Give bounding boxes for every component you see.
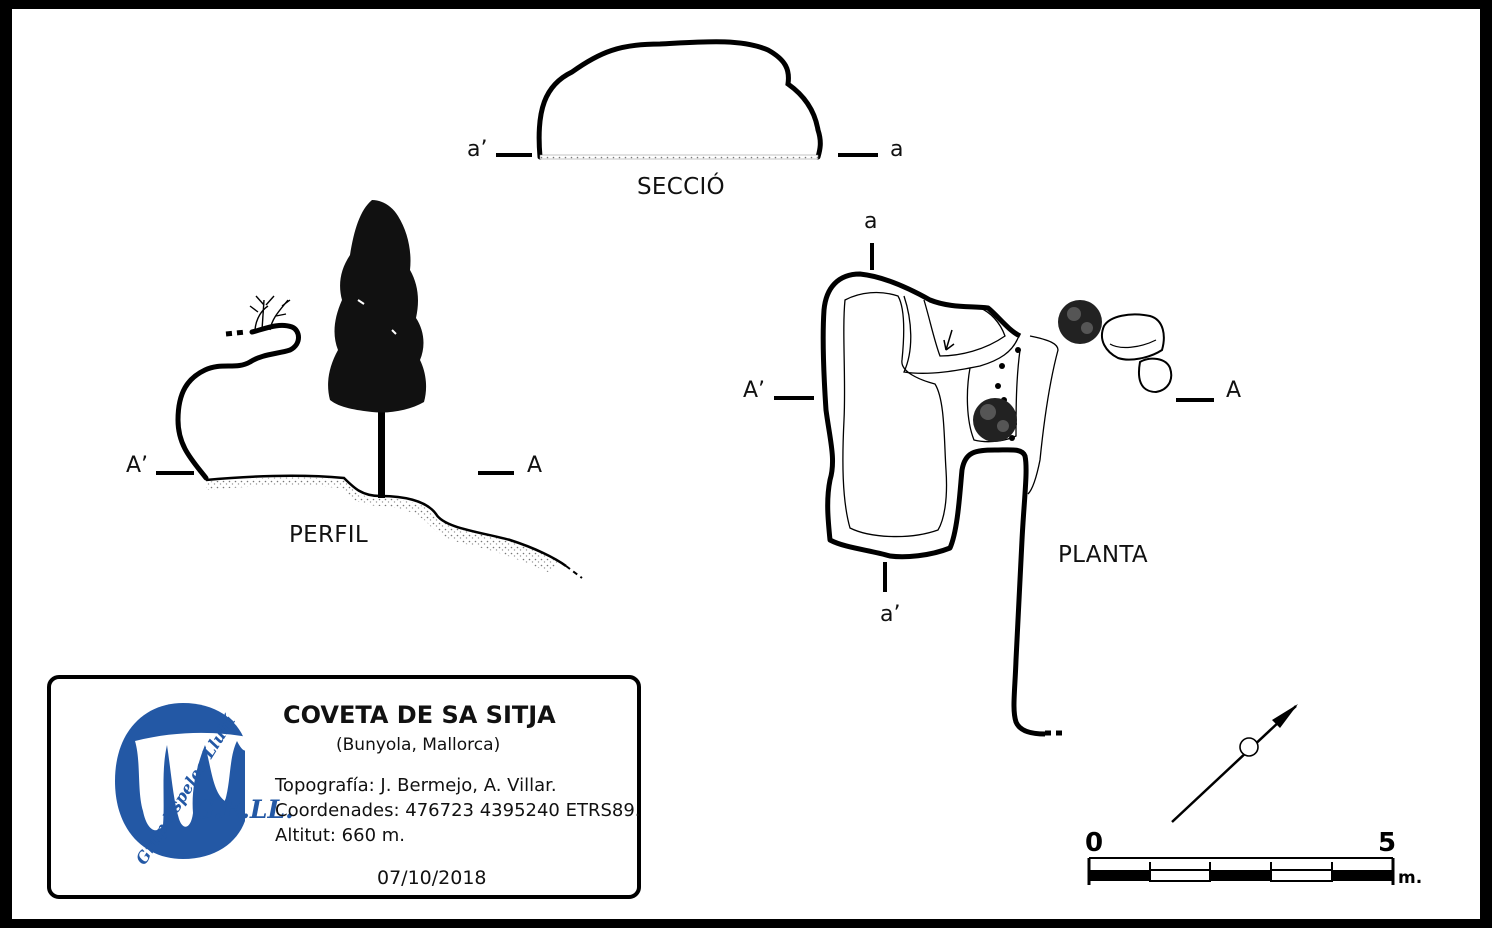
logo-abbreviation: G.E.LL.	[193, 795, 294, 824]
scale-bar	[1087, 857, 1395, 885]
north-arrow-icon	[1171, 704, 1298, 823]
shrub-icon	[249, 295, 291, 331]
profile-ground	[206, 477, 560, 572]
plan-label-left: A’	[743, 378, 766, 403]
plan-inner-step	[903, 295, 1019, 374]
legend-box: Grup Espeleo Llubí G.E.LL. COVETA DE SA …	[47, 675, 641, 899]
bush-icon	[1058, 300, 1102, 344]
plan-label-top: a	[864, 209, 878, 234]
plan-label-bottom: a’	[880, 602, 901, 627]
scale-unit-label: m.	[1398, 868, 1423, 888]
pine-tree-icon	[328, 200, 427, 498]
gell-logo-graphic: Grup Espeleo Llubí	[115, 703, 247, 868]
section-view	[496, 39, 878, 160]
section-floor	[539, 154, 819, 160]
profile-surface-dash	[565, 565, 583, 579]
plan-inner-ramp	[1027, 335, 1059, 495]
coordinates: Coordenades: 476723 4395240 ETRS89.	[275, 800, 641, 821]
profile-title: PERFIL	[289, 522, 369, 548]
gell-logo: Grup Espeleo Llubí G.E.LL.	[65, 701, 294, 891]
profile-view	[156, 200, 583, 579]
section-label-left: a’	[467, 137, 488, 162]
plan-outline	[820, 271, 1046, 737]
bush-icon	[973, 398, 1017, 442]
survey-date: 07/10/2018	[377, 867, 487, 889]
section-outline	[536, 39, 823, 160]
profile-label-right: A	[527, 453, 543, 478]
plan-view	[774, 243, 1214, 737]
plan-label-right: A	[1226, 378, 1242, 403]
section-label-right: a	[890, 137, 904, 162]
cave-location: (Bunyola, Mallorca)	[336, 735, 501, 755]
scale-end-label: 5	[1378, 828, 1397, 858]
plan-inner-ledge	[923, 299, 1006, 357]
slope-arrow-icon	[943, 329, 955, 351]
plan-inner-floor	[842, 291, 948, 538]
profile-entrance-dash	[225, 329, 247, 337]
boulder-icon	[1100, 313, 1173, 394]
profile-label-left: A’	[126, 453, 149, 478]
profile-surface-line	[205, 474, 567, 568]
altitude: Altitut: 660 m.	[275, 825, 406, 846]
scale-start-label: 0	[1085, 828, 1104, 858]
section-title: SECCIÓ	[637, 174, 725, 200]
plan-title: PLANTA	[1058, 542, 1148, 568]
profile-cave-outline	[175, 322, 301, 481]
surveyors: Topografía: J. Bermejo, A. Villar.	[275, 775, 557, 796]
cave-name: COVETA DE SA SITJA	[283, 701, 556, 729]
